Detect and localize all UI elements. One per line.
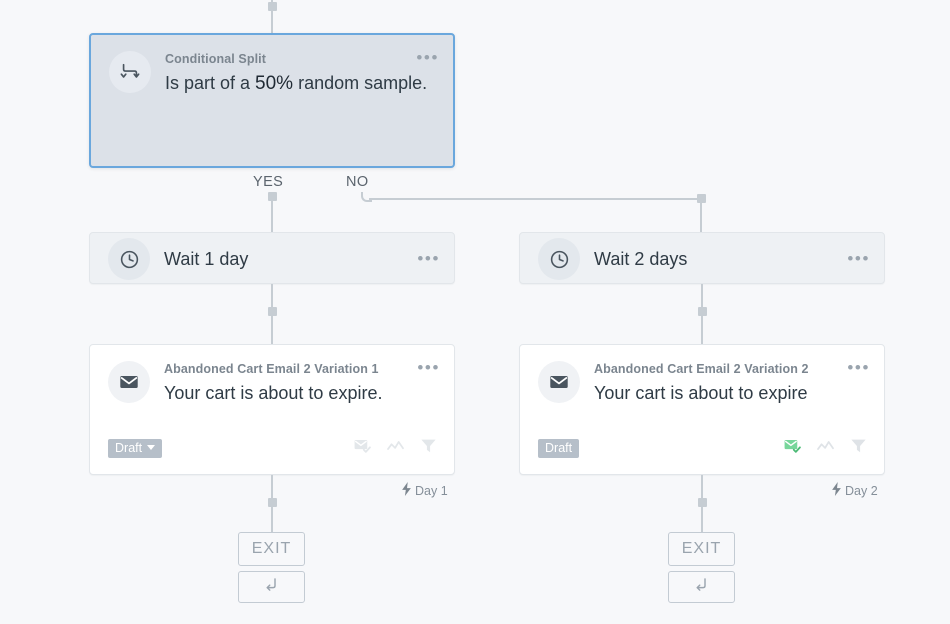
conditional-split-header: Conditional Split Is part of a 50% rando… (91, 35, 453, 95)
conditional-split-title: Is part of a 50% random sample. (165, 72, 439, 95)
envelope-check-icon[interactable] (783, 436, 802, 460)
envelope-check-icon[interactable] (353, 436, 372, 460)
email-left-header: Abandoned Cart Email 2 Variation 1 Your … (90, 345, 454, 404)
email-left-text: Abandoned Cart Email 2 Variation 1 Your … (164, 361, 440, 404)
clock-icon (108, 238, 150, 280)
connector-add-node-yes[interactable] (268, 192, 277, 201)
email-right-status-badge[interactable]: Draft (538, 438, 580, 458)
wait-left-title: Wait 1 day (164, 249, 249, 269)
zigzag-split-icon[interactable] (386, 436, 405, 460)
email-right-title: Your cart is about to expire (594, 383, 808, 403)
loop-back-button-right[interactable] (668, 571, 735, 603)
split-title-prefix: Is part of a (165, 73, 256, 93)
lightning-bolt-icon (401, 482, 412, 499)
email-left-status-label: Draft (115, 440, 143, 455)
connector-add-node-wait-left[interactable] (268, 307, 277, 316)
split-title-suffix: random sample. (293, 73, 428, 93)
email-left-day-text: Day 1 (415, 483, 448, 498)
clock-icon (538, 238, 580, 280)
split-branch-icon (109, 51, 151, 93)
connector-add-node-exit-left[interactable] (268, 498, 277, 507)
filter-funnel-icon[interactable] (419, 436, 438, 460)
email-left-status-badge[interactable]: Draft (108, 438, 163, 458)
email-left-footer-icons (353, 436, 438, 460)
email-right-header: Abandoned Cart Email 2 Variation 2 Your … (520, 345, 884, 404)
return-arrow-icon (263, 576, 281, 599)
conditional-split-menu-icon[interactable]: ••• (416, 48, 439, 67)
wait-left-menu-icon[interactable]: ••• (417, 249, 440, 268)
email-right-status-label: Draft (545, 440, 573, 455)
email-right-subtitle: Abandoned Cart Email 2 Variation 2 (594, 362, 809, 376)
email-right-footer-icons (783, 436, 868, 460)
node-conditional-split[interactable]: Conditional Split Is part of a 50% rando… (89, 33, 455, 168)
connector-no-corner (361, 192, 372, 202)
return-arrow-icon (693, 576, 711, 599)
email-right-day-label: Day 2 (831, 482, 878, 499)
connector-no-horizontal (369, 198, 702, 200)
conditional-split-text: Conditional Split Is part of a 50% rando… (165, 51, 439, 95)
wait-right-menu-icon[interactable]: ••• (847, 249, 870, 268)
branch-label-yes: YES (253, 174, 284, 190)
loop-back-button-left[interactable] (238, 571, 305, 603)
connector-add-node-wait-right[interactable] (698, 307, 707, 316)
email-left-footer: Draft (90, 436, 454, 460)
node-email-variation-2[interactable]: Abandoned Cart Email 2 Variation 2 Your … (519, 344, 885, 475)
node-email-variation-1[interactable]: Abandoned Cart Email 2 Variation 1 Your … (89, 344, 455, 475)
chevron-down-icon (147, 445, 156, 450)
email-left-day-label: Day 1 (401, 482, 448, 499)
envelope-icon (538, 361, 580, 403)
connector-top (271, 0, 273, 33)
conditional-split-subtitle: Conditional Split (165, 52, 266, 66)
email-left-menu-icon[interactable]: ••• (417, 358, 440, 377)
exit-button-left[interactable]: EXIT (238, 532, 305, 566)
connector-add-node-no[interactable] (697, 194, 706, 203)
connector-add-node-top[interactable] (268, 2, 277, 11)
envelope-icon (108, 361, 150, 403)
email-right-text: Abandoned Cart Email 2 Variation 2 Your … (594, 361, 870, 404)
email-right-footer: Draft (520, 436, 884, 460)
email-right-menu-icon[interactable]: ••• (847, 358, 870, 377)
zigzag-split-icon[interactable] (816, 436, 835, 460)
email-right-day-text: Day 2 (845, 483, 878, 498)
connector-add-node-exit-right[interactable] (698, 498, 707, 507)
wait-right-title: Wait 2 days (594, 249, 688, 269)
email-left-title: Your cart is about to expire. (164, 383, 383, 403)
connector-yes-to-wait (271, 192, 273, 232)
lightning-bolt-icon (831, 482, 842, 499)
connector-no-down (700, 198, 702, 232)
wait-left-header: Wait 1 day (90, 233, 454, 280)
exit-button-right[interactable]: EXIT (668, 532, 735, 566)
node-wait-2-days[interactable]: Wait 2 days ••• (519, 232, 885, 284)
email-left-subtitle: Abandoned Cart Email 2 Variation 1 (164, 362, 379, 376)
branch-label-no: NO (346, 174, 369, 190)
wait-right-header: Wait 2 days (520, 233, 884, 280)
split-title-percent: 50% (255, 73, 294, 94)
filter-funnel-icon[interactable] (849, 436, 868, 460)
node-wait-1-day[interactable]: Wait 1 day ••• (89, 232, 455, 284)
